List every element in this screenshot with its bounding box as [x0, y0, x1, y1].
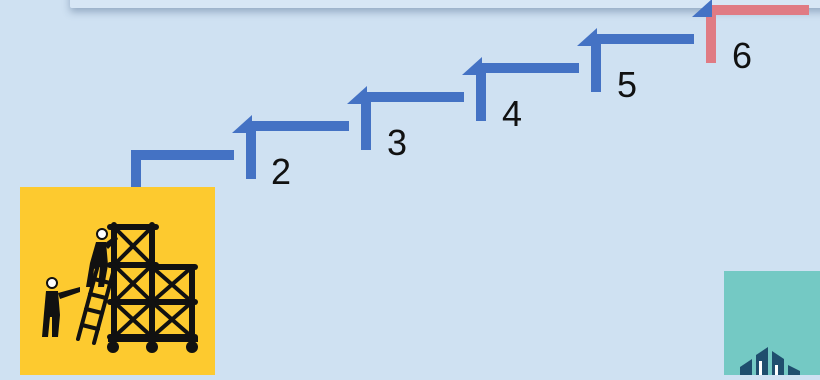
step-tread-3 — [361, 92, 464, 102]
step-arrow-2 — [232, 115, 252, 133]
scaffold-tile — [20, 187, 215, 375]
step-tread-2 — [246, 121, 349, 131]
step-arrow-6 — [692, 0, 712, 17]
step-number-6: 6 — [732, 35, 753, 76]
step-riser-1 — [131, 150, 141, 214]
step-riser-6 — [706, 5, 716, 63]
step-riser-3 — [361, 92, 371, 150]
step-tread-1 — [131, 150, 234, 160]
step-arrow-3 — [347, 86, 367, 104]
step-riser-5 — [591, 34, 601, 92]
step-2 — [232, 115, 349, 179]
step-1 — [131, 150, 234, 214]
building-icon — [740, 347, 800, 375]
step-tread-5 — [591, 34, 694, 44]
step-number-4: 4 — [502, 93, 523, 134]
building-tile — [724, 271, 820, 375]
step-6 — [692, 0, 809, 63]
scaffold-workers-icon — [42, 222, 198, 353]
step-number-2: 2 — [271, 151, 292, 192]
step-riser-2 — [246, 121, 256, 179]
step-tread-6 — [706, 5, 809, 15]
step-5 — [577, 28, 694, 92]
step-number-5: 5 — [617, 64, 638, 105]
step-tread-4 — [476, 63, 579, 73]
step-4 — [462, 57, 579, 121]
step-riser-4 — [476, 63, 486, 121]
step-arrow-5 — [577, 28, 597, 46]
top-panel — [70, 0, 820, 8]
step-number-3: 3 — [387, 122, 408, 163]
step-arrow-4 — [462, 57, 482, 75]
step-3 — [347, 86, 464, 150]
